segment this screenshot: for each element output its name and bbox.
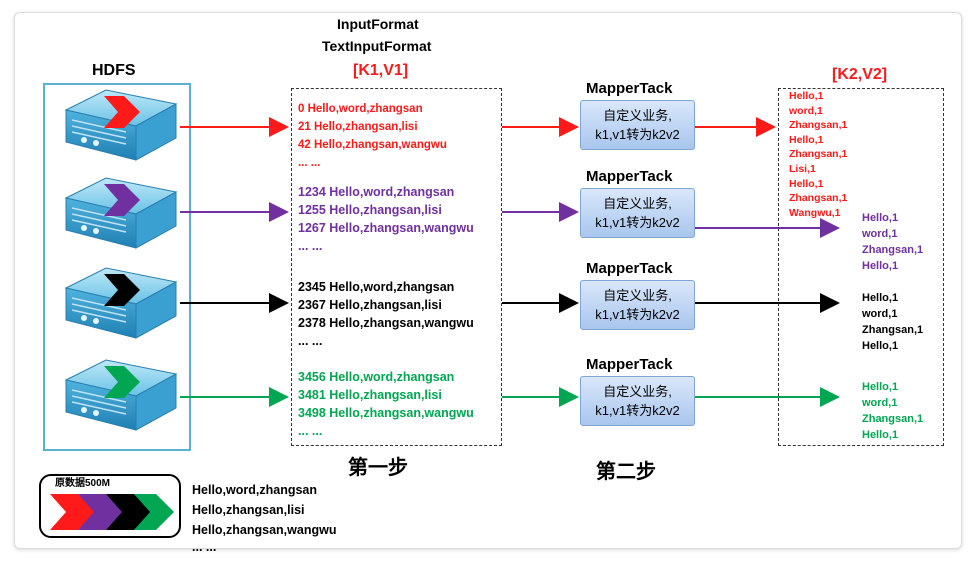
output-pair: Zhangsan,1 xyxy=(789,192,848,205)
legend-line: Hello,zhangsan,lisi xyxy=(192,503,305,517)
mapper-line: 自定义业务, xyxy=(603,384,672,399)
input-ellipsis: ... ... xyxy=(298,239,323,253)
output-group-red: Hello,1 word,1 Zhangsan,1 Hello,1 Zhangs… xyxy=(789,89,847,220)
output-pair: Hello,1 xyxy=(862,260,899,272)
output-pair: word,1 xyxy=(862,397,898,409)
input-group-purple: 1234 Hello,word,zhangsan 1255 Hello,zhan… xyxy=(298,183,474,255)
legend-label: 原数据500M xyxy=(55,478,111,489)
output-pair: word,1 xyxy=(789,104,823,117)
mapper-box-1: 自定义业务, k1,v1转为k2v2 xyxy=(580,100,695,150)
input-records-box xyxy=(291,88,502,446)
output-pair: Zhangsan,1 xyxy=(789,148,848,161)
output-pair: Hello,1 xyxy=(789,133,824,146)
chevron-purple-icon xyxy=(78,494,124,530)
input-record: 3481 Hello,zhangsan,lisi xyxy=(298,388,442,402)
output-pair: Hello,1 xyxy=(862,381,899,393)
mapper-box-2: 自定义业务, k1,v1转为k2v2 xyxy=(580,188,695,238)
input-group-black: 2345 Hello,word,zhangsan 2367 Hello,zhan… xyxy=(298,278,474,350)
text-input-format-title: TextInputFormat xyxy=(322,38,432,54)
input-ellipsis: ... ... xyxy=(298,424,323,438)
input-record: 0 Hello,word,zhangsan xyxy=(298,103,423,115)
chevron-red-icon xyxy=(50,494,96,530)
input-format-title: InputFormat xyxy=(337,16,419,32)
input-record: 2345 Hello,word,zhangsan xyxy=(298,280,455,294)
input-record: 1234 Hello,word,zhangsan xyxy=(298,185,455,199)
mapper-title-1: MapperTack xyxy=(586,80,673,97)
input-record: 2378 Hello,zhangsan,wangwu xyxy=(298,316,474,330)
mapper-line: k1,v1转为k2v2 xyxy=(595,215,680,230)
input-group-green: 3456 Hello,word,zhangsan 3481 Hello,zhan… xyxy=(298,368,474,440)
step-two-label: 第二步 xyxy=(596,461,656,483)
output-pair: Wangwu,1 xyxy=(789,206,841,219)
chevron-green-icon xyxy=(134,494,174,530)
output-pair: word,1 xyxy=(862,228,898,240)
mapper-box-3: 自定义业务, k1,v1转为k2v2 xyxy=(580,280,695,330)
k1v1-label: [K1,V1] xyxy=(353,62,409,79)
input-record: 1255 Hello,zhangsan,lisi xyxy=(298,203,442,217)
mapper-line: k1,v1转为k2v2 xyxy=(595,127,680,142)
diagram-frame xyxy=(14,12,962,549)
output-pair: Zhangsan,1 xyxy=(862,413,924,425)
hdfs-container xyxy=(43,83,191,451)
output-pair: word,1 xyxy=(862,308,898,320)
chevron-black-icon xyxy=(106,494,152,530)
output-group-purple: Hello,1 word,1 Zhangsan,1 Hello,1 xyxy=(862,210,923,274)
mapper-title-4: MapperTack xyxy=(586,356,673,373)
mapper-line: k1,v1转为k2v2 xyxy=(595,307,680,322)
step-one-label: 第一步 xyxy=(348,457,408,479)
mapper-line: 自定义业务, xyxy=(603,288,672,303)
output-group-green: Hello,1 word,1 Zhangsan,1 Hello,1 xyxy=(862,379,923,443)
mapper-line: 自定义业务, xyxy=(603,196,672,211)
mapper-box-4: 自定义业务, k1,v1转为k2v2 xyxy=(580,376,695,426)
hdfs-title: HDFS xyxy=(92,62,136,79)
server-green-icon xyxy=(64,359,178,431)
legend-ellipsis: ... ... xyxy=(192,540,217,554)
output-pair: Lisi,1 xyxy=(789,162,816,175)
output-pair: Hello,1 xyxy=(789,90,824,102)
server-black-icon xyxy=(64,267,178,339)
server-red-icon xyxy=(64,89,178,161)
input-ellipsis: ... ... xyxy=(298,334,323,348)
input-group-red: 0 Hello,word,zhangsan 21 Hello,zhangsan,… xyxy=(298,100,447,172)
output-records-box xyxy=(778,88,944,446)
output-pair: Zhangsan,1 xyxy=(862,324,924,336)
input-record: 3456 Hello,word,zhangsan xyxy=(298,370,455,384)
output-pair: Zhangsan,1 xyxy=(862,244,924,256)
output-pair: Hello,1 xyxy=(789,177,824,190)
mapper-title-3: MapperTack xyxy=(586,260,673,277)
input-ellipsis: ... ... xyxy=(298,157,321,169)
output-pair: Hello,1 xyxy=(862,340,899,352)
mapper-line: k1,v1转为k2v2 xyxy=(595,403,680,418)
k2v2-label: [K2,V2] xyxy=(832,66,888,83)
mapper-line: 自定义业务, xyxy=(603,108,672,123)
output-pair: Hello,1 xyxy=(862,292,899,304)
input-record: 42 Hello,zhangsan,wangwu xyxy=(298,139,447,151)
legend-line: Hello,word,zhangsan xyxy=(192,483,318,497)
output-pair: Zhangsan,1 xyxy=(789,119,848,132)
output-group-black: Hello,1 word,1 Zhangsan,1 Hello,1 xyxy=(862,290,923,354)
input-record: 21 Hello,zhangsan,lisi xyxy=(298,121,418,133)
legend-line: Hello,zhangsan,wangwu xyxy=(192,523,337,537)
output-pair: Hello,1 xyxy=(862,212,899,224)
legend-sample-lines: Hello,word,zhangsan Hello,zhangsan,lisi … xyxy=(192,480,336,554)
input-record: 3498 Hello,zhangsan,wangwu xyxy=(298,406,474,420)
legend-box xyxy=(39,474,181,538)
mapper-title-2: MapperTack xyxy=(586,168,673,185)
input-record: 1267 Hello,zhangsan,wangwu xyxy=(298,221,474,235)
output-pair: Hello,1 xyxy=(862,429,899,441)
input-record: 2367 Hello,zhangsan,lisi xyxy=(298,298,442,312)
server-purple-icon xyxy=(64,177,178,249)
legend-chevrons xyxy=(50,494,174,530)
